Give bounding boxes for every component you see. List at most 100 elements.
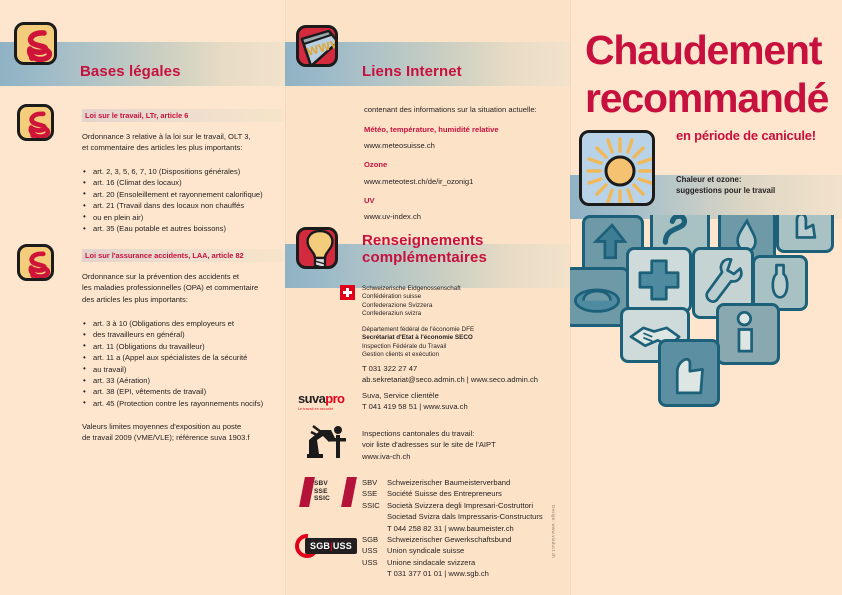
table-row: USS Union syndicale suisse bbox=[362, 545, 572, 556]
dept-line3: Inspection Fédérale du Travail bbox=[362, 342, 447, 350]
bases-legales-footer: Valeurs limites moyennes d'exposition au… bbox=[82, 421, 297, 444]
list-item: art. 11 a (Appel aux spécialistes de la … bbox=[82, 352, 294, 364]
legal-scales-glyph bbox=[28, 251, 51, 278]
row-abbr: USS bbox=[362, 546, 378, 556]
sgb-uss-logo: SGB|USS bbox=[290, 529, 365, 563]
ltr-intro: Ordonnance 3 relative à la loi sur le tr… bbox=[82, 131, 287, 154]
subsection-bar-1 bbox=[82, 109, 284, 122]
subsection-label-laa: Loi sur l'assurance accidents, LAA, arti… bbox=[85, 251, 244, 260]
sbv-logo-line2: SSE bbox=[314, 487, 328, 495]
laa-intro: Ordonnance sur la prévention des acciden… bbox=[82, 271, 292, 305]
left-column-background bbox=[0, 0, 285, 595]
legal-scales-glyph bbox=[26, 30, 53, 62]
suva-logo-tagline: Le travail en sécurité bbox=[298, 407, 334, 411]
page-title-line1: Chaudement bbox=[585, 27, 823, 73]
row-name[interactable]: T 044 258 82 31 | www.baumeister.ch bbox=[387, 523, 514, 533]
suva-line2[interactable]: T 041 419 58 51 | www.suva.ch bbox=[362, 402, 468, 412]
swiss-confederation-flag-icon bbox=[340, 285, 355, 300]
footer-line2: de travail 2009 (VME/VLE); référence suv… bbox=[82, 433, 250, 443]
link-url-ozone[interactable]: www.meteotest.ch/de/ir_ozonig1 bbox=[364, 176, 474, 186]
seco-email-web[interactable]: ab.sekretariat@seco.admin.ch | www.seco.… bbox=[362, 375, 538, 385]
list-item: art. 3 à 10 (Obligations des employeurs … bbox=[82, 317, 294, 329]
sgb-logo-text2: USS bbox=[332, 541, 352, 551]
table-row[interactable]: T 044 258 82 31 | www.baumeister.ch bbox=[362, 523, 572, 534]
link-label-uv: UV bbox=[364, 195, 375, 205]
row-name[interactable]: T 031 377 01 01 | www.sgb.ch bbox=[387, 569, 489, 579]
illustration-collage bbox=[570, 215, 842, 475]
org-name-rm: Confederaziun svizra bbox=[362, 310, 422, 318]
safety-helmet-icon bbox=[574, 288, 620, 313]
row-name: Union syndicale suisse bbox=[387, 546, 465, 556]
row-abbr: SBV bbox=[362, 478, 378, 487]
table-row: USS Unione sindacale svizzera bbox=[362, 557, 572, 568]
sgb-logo-bar: | bbox=[330, 541, 333, 551]
sbv-sse-ssic-logo: SBV SSE SSIC bbox=[299, 477, 357, 507]
suva-contact: Suva, Service clientèle T 041 419 58 51 … bbox=[362, 390, 567, 413]
row-abbr: SSE bbox=[362, 489, 378, 499]
laa-intro-line2: les maladies professionnelles (OPA) et c… bbox=[82, 283, 259, 293]
iva-contact: Inspections cantonales du travail: voir … bbox=[362, 428, 567, 462]
org-name-de: Schweizerische Eidgenossenschaft bbox=[362, 285, 461, 292]
sgb-logo-text1: SGB bbox=[310, 541, 331, 551]
section-heading-renseignements: Renseignements complémentaires bbox=[362, 232, 562, 266]
iva-line2: voir liste d'adresses sur le site de l'A… bbox=[362, 440, 496, 450]
org-name-it: Confederazione Svizzera bbox=[362, 301, 433, 309]
link-url-uv[interactable]: www.uv-index.ch bbox=[364, 212, 421, 222]
legal-scales-icon-small-2 bbox=[17, 244, 54, 281]
table-row[interactable]: T 031 377 01 01 | www.sgb.ch bbox=[362, 568, 572, 579]
row-name: Unione sindacale svizzera bbox=[387, 557, 476, 567]
list-item-continuation: au travail) bbox=[82, 363, 294, 375]
swiss-confederation-names: Schweizerische Eidgenossenschaft Confédé… bbox=[362, 285, 562, 319]
seco-phone: T 031 322 27 47 bbox=[362, 364, 418, 373]
dept-line4: Gestion clients et exécution bbox=[362, 351, 440, 359]
section-heading-bases-legales: Bases légales bbox=[80, 63, 181, 80]
iva-line3[interactable]: www.iva-ch.ch bbox=[362, 451, 411, 461]
first-aid-cross-icon bbox=[638, 259, 680, 301]
link-label-ozone: Ozone bbox=[364, 160, 388, 170]
row-name: Societad Svizra dals Impressaris-Constru… bbox=[387, 512, 543, 522]
list-item: art. 35 (Eau potable et autres boissons) bbox=[82, 223, 287, 235]
hose-icon bbox=[662, 215, 688, 245]
sbv-logo-bar-left bbox=[299, 477, 315, 507]
tagline-line2: suggestions pour le travail bbox=[676, 186, 776, 195]
www-browser-glyph: WWW bbox=[300, 29, 335, 64]
table-row: Societad Svizra dals Impressaris-Constru… bbox=[362, 511, 572, 522]
subsection-bar-2 bbox=[82, 249, 284, 262]
sun-icon bbox=[579, 130, 655, 206]
row-name: Società Svizzera degli Impresari-Costrut… bbox=[387, 500, 534, 510]
seco-department: Département fédéral de l'économie DFE Se… bbox=[362, 326, 567, 360]
laa-intro-line3: des articles les plus importants: bbox=[82, 294, 188, 304]
row-abbr: SGB bbox=[362, 535, 379, 544]
org-name-fr: Confédération suisse bbox=[362, 293, 422, 301]
tile-thumb bbox=[658, 339, 720, 407]
list-item: art. 11 (Obligations du travailleur) bbox=[82, 340, 294, 352]
row-abbr: SSIC bbox=[362, 500, 380, 510]
iva-line1: Inspections cantonales du travail: bbox=[362, 429, 475, 438]
lightbulb-icon bbox=[296, 227, 338, 269]
list-item: art. 38 (EPI, vêtements de travail) bbox=[82, 386, 294, 398]
list-item: art. 45 (Protection contre les rayonneme… bbox=[82, 397, 294, 409]
legal-scales-glyph bbox=[28, 111, 51, 138]
table-row: SSIC Società Svizzera degli Impresari-Cos… bbox=[362, 500, 572, 511]
footer-line1: Valeurs limites moyennes d'exposition au… bbox=[82, 422, 242, 431]
row-name: Société Suisse des Entrepreneurs bbox=[387, 489, 502, 499]
link-url-meteo[interactable]: www.meteosuisse.ch bbox=[364, 141, 435, 151]
heading-line1: Renseignements bbox=[362, 232, 484, 249]
page-subtitle: en période de canicule! bbox=[676, 128, 816, 143]
row-abbr: USS bbox=[362, 557, 378, 567]
ltr-article-list: art. 2, 3, 5, 6, 7, 10 (Dispositions gén… bbox=[82, 165, 287, 235]
suvapro-logo: suvapro Le travail en sécurité bbox=[298, 390, 345, 411]
www-browser-icon: WWW bbox=[296, 25, 338, 67]
ltr-intro-line1: Ordonnance 3 relative à la loi sur le tr… bbox=[82, 132, 251, 141]
page-tagline: Chaleur et ozone: suggestions pour le tr… bbox=[676, 174, 775, 196]
laa-intro-line1: Ordonnance sur la prévention des acciden… bbox=[82, 272, 240, 281]
ltr-intro-line2: et commentaire des articles les plus imp… bbox=[82, 143, 243, 153]
list-item: art. 16 (Climat des locaux) bbox=[82, 177, 287, 189]
list-item: art. 2, 3, 5, 6, 7, 10 (Dispositions gén… bbox=[82, 165, 287, 177]
tagline-line1: Chaleur et ozone: bbox=[676, 175, 742, 184]
lightbulb-glyph bbox=[306, 230, 334, 266]
thumbs-up-icon bbox=[675, 357, 704, 395]
column-divider-1 bbox=[285, 0, 286, 595]
